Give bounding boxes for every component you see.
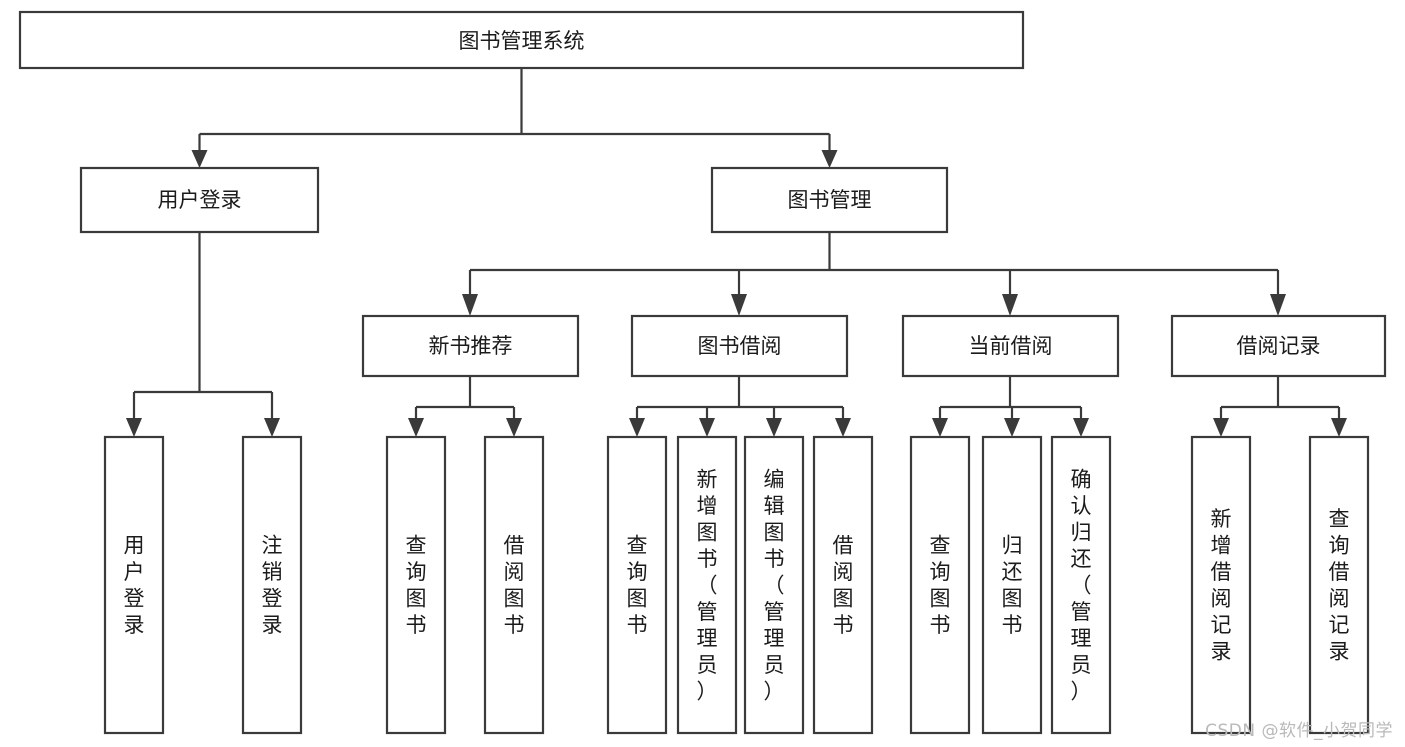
node-root-label: 图书管理系统 [459, 29, 585, 53]
arrowhead-to-new-book-rec [462, 294, 478, 316]
leaf-return-book-box[interactable] [981, 435, 1043, 735]
arrowhead-to-book-borrow [731, 294, 747, 316]
leaf-query-book-3[interactable]: 查询图书 [909, 435, 971, 735]
leaf-borrow-book-1-label: 借阅图书 [504, 534, 525, 638]
node-borrow-record-box[interactable] [1170, 314, 1387, 378]
leaf-edit-book[interactable]: 编辑图书（管理员） [743, 435, 805, 735]
node-book-manage-box[interactable] [710, 166, 949, 234]
leaf-borrow-book-2[interactable]: 借阅图书 [812, 435, 874, 735]
leaf-add-borrow-record-label: 新增借阅记录 [1211, 507, 1232, 664]
node-borrow-record-label: 借阅记录 [1237, 334, 1321, 358]
arrowhead-current-borrow-leaf1 [932, 418, 948, 437]
connector-layer [126, 68, 1347, 437]
leaf-edit-book-box[interactable] [743, 435, 805, 735]
arrowhead-book-borrow-leaf3 [766, 418, 782, 437]
arrowhead-borrow-record-leaf1 [1213, 418, 1229, 437]
leaf-query-book-3-label: 查询图书 [930, 534, 951, 638]
leaf-add-borrow-record[interactable]: 新增借阅记录 [1190, 435, 1252, 735]
leaf-query-book-1-box[interactable] [385, 435, 447, 735]
leaf-query-borrow-record-label: 查询借阅记录 [1329, 507, 1350, 664]
node-user-login[interactable]: 用户登录 [79, 166, 320, 234]
arrowhead-user-login-to-leaf1 [126, 418, 142, 437]
leaf-logout[interactable]: 注销登录 [241, 435, 303, 735]
leaf-logout-label: 注销登录 [262, 534, 283, 638]
leaf-query-book-3-box[interactable] [909, 435, 971, 735]
leaf-query-book-1-label: 查询图书 [406, 534, 427, 638]
leaf-query-book-1[interactable]: 查询图书 [385, 435, 447, 735]
leaf-user-login[interactable]: 用户登录 [103, 435, 165, 735]
node-new-book-recommendation[interactable]: 新书推荐 [361, 314, 580, 378]
leaf-user-login-label: 用户登录 [124, 534, 145, 638]
node-user-login-label: 用户登录 [158, 188, 242, 212]
node-current-borrow-label: 当前借阅 [969, 334, 1053, 358]
leaf-add-book[interactable]: 新增图书（管理员） [676, 435, 738, 735]
leaf-query-book-2-label: 查询图书 [627, 534, 648, 638]
node-root-box[interactable] [18, 10, 1025, 70]
leaf-query-borrow-record-box[interactable] [1308, 435, 1370, 735]
node-book-manage-label: 图书管理 [788, 188, 872, 212]
arrowhead-book-borrow-leaf2 [699, 418, 715, 437]
arrowhead-current-borrow-leaf3 [1073, 418, 1089, 437]
arrowhead-user-login-to-leaf2 [264, 418, 280, 437]
leaf-return-book-label: 归还图书 [1002, 534, 1023, 638]
leaf-add-borrow-record-box[interactable] [1190, 435, 1252, 735]
leaf-user-login-box[interactable] [103, 435, 165, 735]
arrowhead-new-book-rec-leaf1 [408, 418, 424, 437]
leaf-query-book-2[interactable]: 查询图书 [606, 435, 668, 735]
csdn-watermark: CSDN @软件_小贺同学 [1205, 721, 1393, 741]
leaf-return-book[interactable]: 归还图书 [981, 435, 1043, 735]
arrowhead-book-borrow-leaf1 [629, 418, 645, 437]
node-book-manage[interactable]: 图书管理 [710, 166, 949, 234]
leaf-confirm-return[interactable]: 确认归还（管理员） [1050, 435, 1112, 735]
node-book-borrow-box[interactable] [630, 314, 849, 378]
leaf-confirm-return-box[interactable] [1050, 435, 1112, 735]
arrowhead-root-to-user-login [191, 150, 208, 168]
arrowhead-to-borrow-record [1270, 294, 1286, 316]
leaf-borrow-book-1[interactable]: 借阅图书 [483, 435, 545, 735]
leaf-confirm-return-label: 确认归还（管理员） [1071, 467, 1092, 703]
leaf-query-book-2-box[interactable] [606, 435, 668, 735]
arrowhead-borrow-record-leaf2 [1331, 418, 1347, 437]
node-current-borrow-box[interactable] [901, 314, 1120, 378]
leaf-borrow-book-2-box[interactable] [812, 435, 874, 735]
node-root[interactable]: 图书管理系统 [18, 10, 1025, 70]
leaf-add-book-label: 新增图书（管理员） [697, 467, 718, 703]
leaf-edit-book-label: 编辑图书（管理员） [764, 467, 785, 703]
leaf-borrow-book-2-label: 借阅图书 [833, 534, 854, 638]
leaf-query-borrow-record[interactable]: 查询借阅记录 [1308, 435, 1370, 735]
node-current-borrow[interactable]: 当前借阅 [901, 314, 1120, 378]
arrowhead-root-to-book-manage [821, 150, 838, 168]
node-book-borrow[interactable]: 图书借阅 [630, 314, 849, 378]
leaf-logout-box[interactable] [241, 435, 303, 735]
leaf-add-book-box[interactable] [676, 435, 738, 735]
arrowhead-book-borrow-leaf4 [835, 418, 851, 437]
arrowhead-to-current-borrow [1002, 294, 1018, 316]
arrowhead-current-borrow-leaf2 [1004, 418, 1020, 437]
node-borrow-record[interactable]: 借阅记录 [1170, 314, 1387, 378]
leaf-borrow-book-1-box[interactable] [483, 435, 545, 735]
node-new-book-recommendation-label: 新书推荐 [429, 334, 513, 358]
node-new-book-recommendation-box[interactable] [361, 314, 580, 378]
node-book-borrow-label: 图书借阅 [698, 334, 782, 358]
node-user-login-box[interactable] [79, 166, 320, 234]
arrowhead-new-book-rec-leaf2 [506, 418, 522, 437]
